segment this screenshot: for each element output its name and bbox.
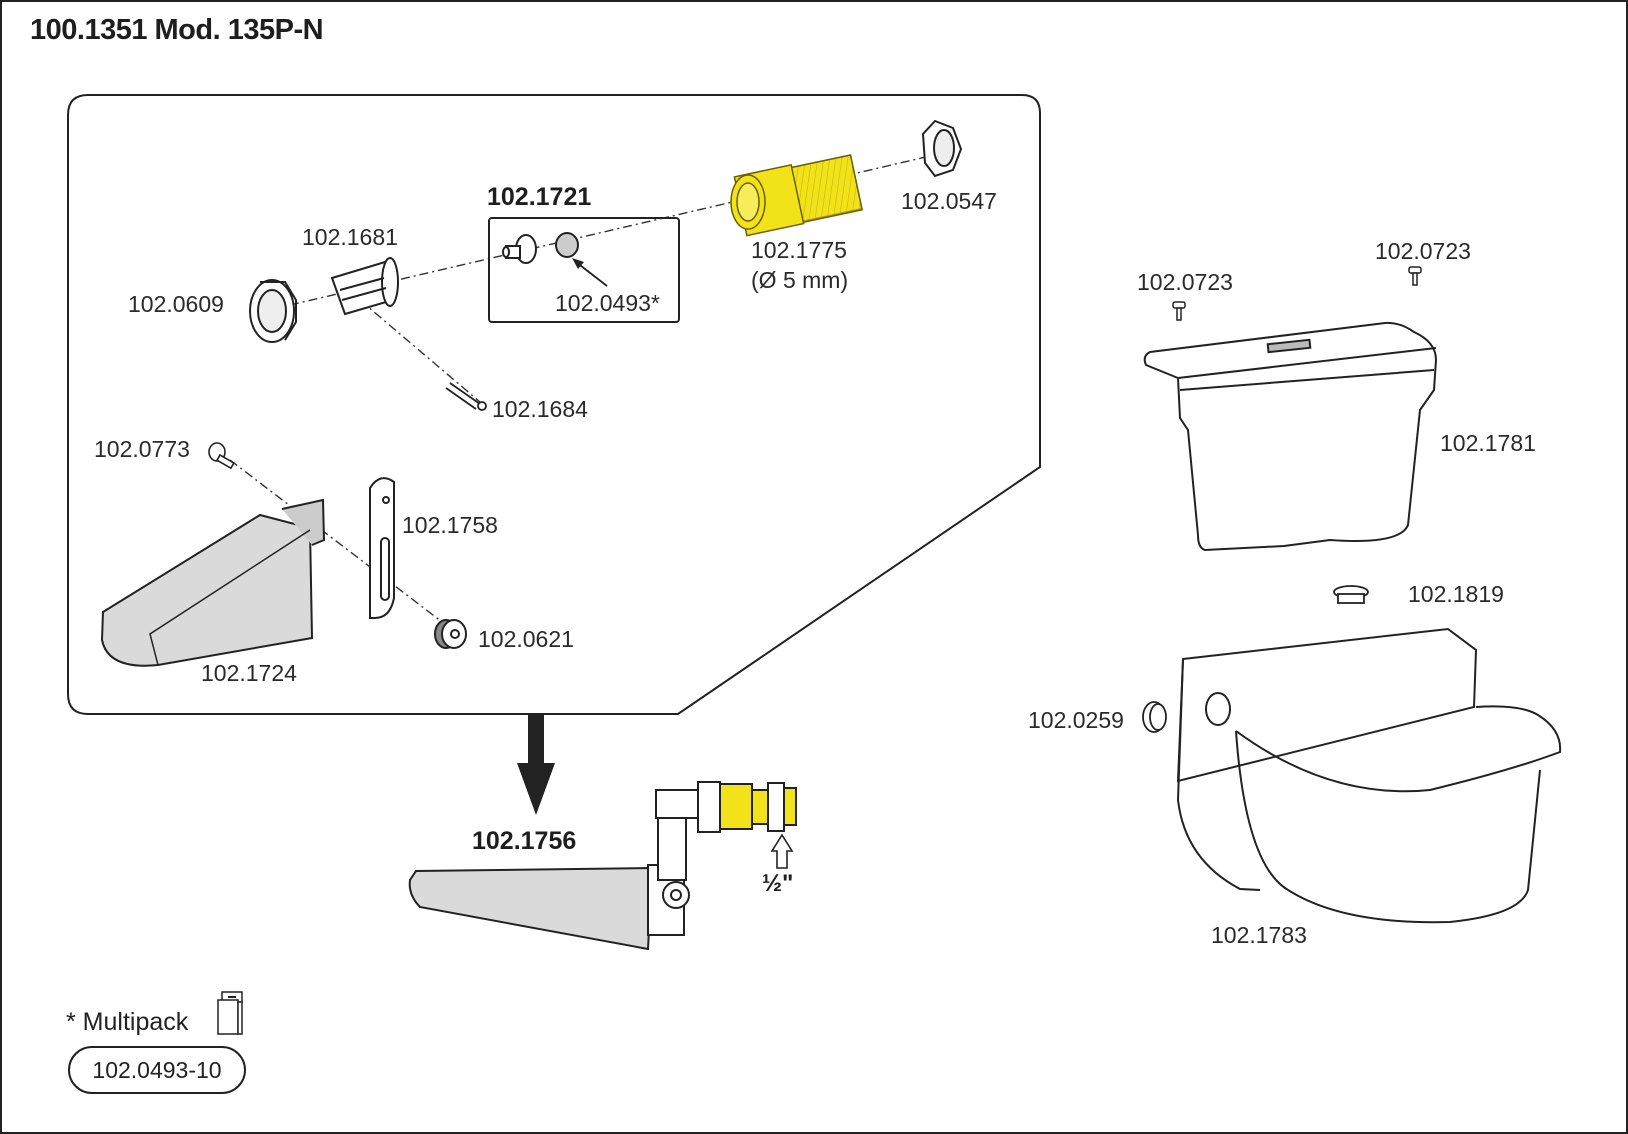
valve-kit-box-1721 [488, 217, 680, 323]
valve-pin-1721 [502, 234, 537, 264]
screw-0773 [208, 442, 235, 470]
knurled-nut-0621 [434, 619, 467, 649]
multipack-part-badge: 102.0493-10 [68, 1046, 246, 1094]
plug-1819 [1333, 585, 1369, 604]
part-label-1775-note: (Ø 5 mm) [751, 267, 849, 293]
part-label-0493: 102.0493* [555, 290, 660, 316]
nut-0547 [921, 119, 963, 178]
part-label-1819: 102.1819 [1408, 581, 1504, 607]
cage-1681 [330, 257, 399, 316]
part-label-1758: 102.1758 [402, 512, 498, 538]
bracket-1758 [369, 477, 395, 619]
part-label-1721: 102.1721 [487, 183, 592, 211]
plug-0259 [1142, 701, 1167, 733]
part-label-1783: 102.1783 [1211, 922, 1307, 948]
pin-1684 [445, 382, 487, 411]
part-label-1775: 102.1775 [751, 237, 847, 263]
seal-0493 [555, 232, 579, 258]
bowl-1783 [1176, 627, 1562, 924]
part-label-0547: 102.0547 [901, 188, 997, 214]
part-label-1724: 102.1724 [201, 660, 297, 686]
assembly-arrow-icon [517, 714, 555, 815]
multipack-box-icon [217, 991, 243, 1035]
diagram-title: 100.1351 Mod. 135P-N [30, 14, 324, 46]
part-label-0621: 102.0621 [478, 626, 574, 652]
part-label-0723-left: 102.0723 [1137, 269, 1233, 295]
part-label-0259: 102.0259 [1028, 707, 1124, 733]
leader-arrow-0493 [575, 261, 608, 287]
cover-1781 [1143, 321, 1438, 552]
nut-0609 [249, 279, 297, 343]
part-label-1681: 102.1681 [302, 224, 398, 250]
screw-0723-right [1408, 266, 1422, 286]
screw-0723-left [1172, 301, 1186, 321]
multipack-note: * Multipack [66, 1008, 189, 1036]
assembled-valve-1756 [408, 781, 797, 951]
part-label-0773: 102.0773 [94, 436, 190, 462]
nipple-body-1775 [730, 154, 864, 237]
detail-callout-panel [67, 94, 1041, 715]
float-paddle-1724 [100, 498, 326, 667]
part-label-1756: 102.1756 [472, 827, 577, 855]
part-label-1684: 102.1684 [492, 396, 588, 422]
part-label-0609: 102.0609 [128, 291, 224, 317]
part-label-1781: 102.1781 [1440, 430, 1536, 456]
part-label-0723-right: 102.0723 [1375, 238, 1471, 264]
thread-size-arrow-icon [770, 833, 794, 869]
thread-size-label: ½" [762, 870, 794, 897]
